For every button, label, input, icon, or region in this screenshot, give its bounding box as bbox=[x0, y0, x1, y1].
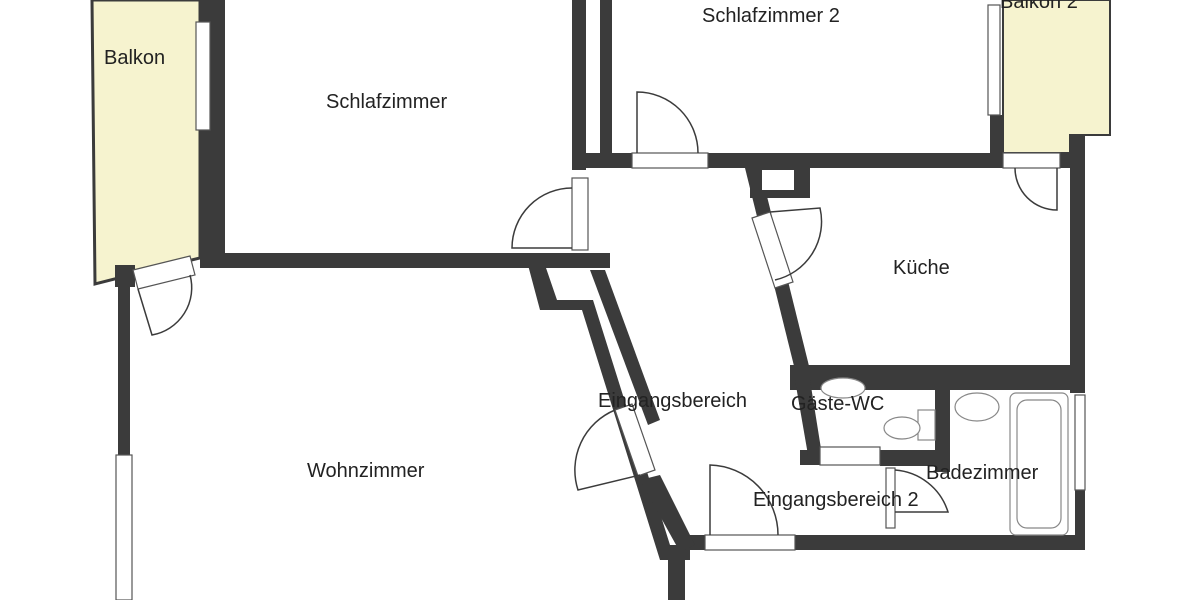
room-label-badezimmer: Badezimmer bbox=[926, 462, 1039, 484]
sanitary-fixtures bbox=[820, 377, 1069, 536]
windows bbox=[115, 4, 1086, 600]
room-label-eingangsbereich-2: Eingangsbereich 2 bbox=[753, 489, 919, 511]
bath-sink bbox=[954, 392, 1000, 422]
room-label-balkon-2: Balkon 2 bbox=[1000, 0, 1078, 13]
room-label-schlafzimmer: Schlafzimmer bbox=[326, 91, 447, 113]
toilet-tank bbox=[917, 409, 936, 441]
room-label-wohnzimmer: Wohnzimmer bbox=[307, 460, 425, 482]
room-label-kueche: Küche bbox=[893, 257, 950, 279]
room-label-gaeste-wc: Gäste-WC bbox=[791, 393, 884, 415]
room-label-balkon: Balkon bbox=[104, 47, 165, 69]
balkon2-area bbox=[1002, 0, 1111, 154]
room-label-schlafzimmer-2: Schlafzimmer 2 bbox=[702, 5, 840, 27]
balkon-area bbox=[90, 0, 202, 286]
walls bbox=[115, 0, 1085, 600]
doors bbox=[132, 91, 1061, 551]
wc-sink bbox=[820, 377, 866, 399]
toilet-bowl bbox=[883, 416, 921, 440]
room-label-eingangsbereich: Eingangsbereich bbox=[598, 390, 747, 412]
